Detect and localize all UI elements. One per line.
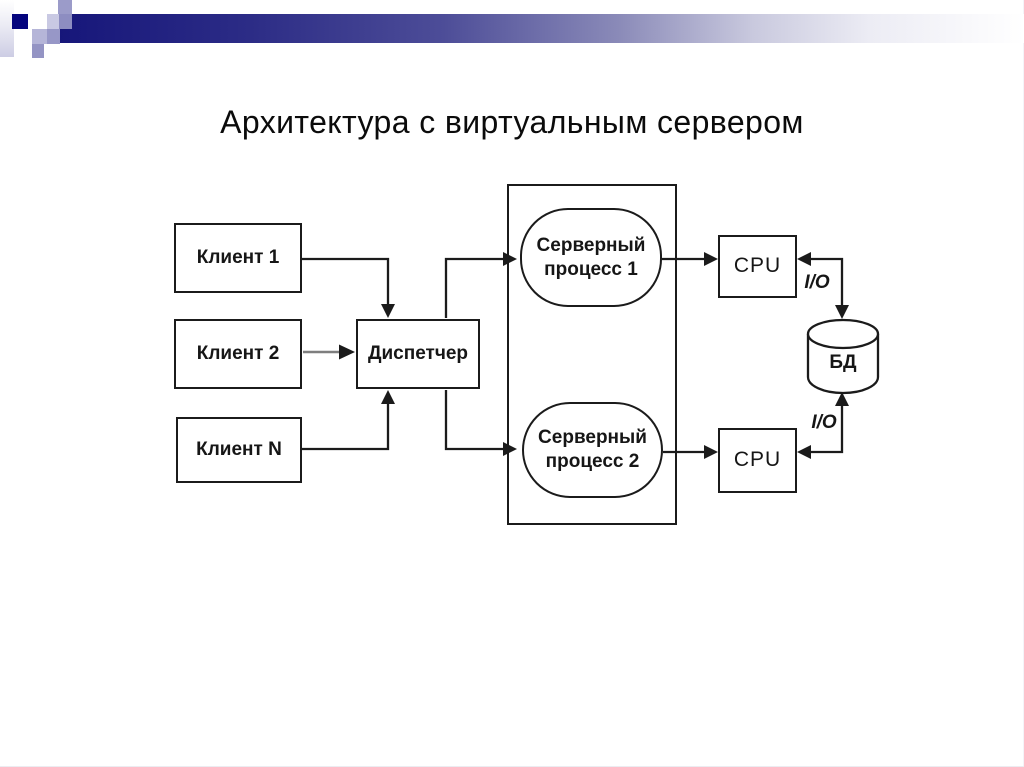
node-client-2: Клиент 2 [174,319,302,389]
decor-square [47,29,60,44]
node-client-1: Клиент 1 [174,223,302,293]
decor-square [58,0,72,14]
node-dispatcher: Диспетчер [356,319,480,389]
node-cpu-2: CPU [718,428,797,493]
connector-dispatcher-to-process1 [444,257,503,318]
server-group-box [507,184,677,525]
io-label-top: I/O [804,272,830,293]
arrowhead-into-cpu2-right [797,445,811,459]
node-client-n-label: Клиент N [196,439,282,461]
arrowhead-into-dispatcher-left [339,344,355,360]
db-cylinder-top [806,318,880,350]
node-server-process-1-label: Серверный процесс 1 [536,234,646,280]
node-server-process-1: Серверный процесс 1 [520,208,662,307]
decor-square [32,29,47,44]
db-label: БД [829,352,857,373]
decor-strip [0,0,14,57]
decor-gradient-bar [57,14,1024,43]
slide-title: Архитектура с виртуальным сервером [220,104,804,140]
arrowhead-into-dispatcher-bottom [381,390,395,404]
node-cpu-1-label: CPU [733,254,782,278]
node-client-2-label: Клиент 2 [196,343,280,365]
arrowhead-into-cpu1-right [797,252,811,266]
node-client-n: Клиент N [176,417,302,483]
node-cpu-1: CPU [718,235,797,298]
decor-square-navy [12,14,28,29]
node-server-process-2: Серверный процесс 2 [522,402,663,498]
arrowhead-into-cpu2-left [704,445,718,459]
node-cpu-2-label: CPU [733,448,782,472]
arrowhead-into-db-bottom [835,392,849,406]
decor-square [47,14,59,29]
connector-dispatcher-to-process2 [444,390,503,451]
io-label-bottom: I/O [811,412,837,433]
decor-square [59,14,72,29]
node-dispatcher-label: Диспетчер [367,343,469,365]
decor-square [32,44,44,58]
arrowhead-into-db-top [835,305,849,319]
connector-client1-to-dispatcher [302,257,390,304]
arrowhead-into-dispatcher-top [381,304,395,318]
node-server-process-2-label: Серверный процесс 2 [538,427,647,472]
connector-clientN-to-dispatcher [302,404,390,451]
arrowhead-into-cpu1-left [704,252,718,266]
node-client-1-label: Клиент 1 [196,247,280,269]
